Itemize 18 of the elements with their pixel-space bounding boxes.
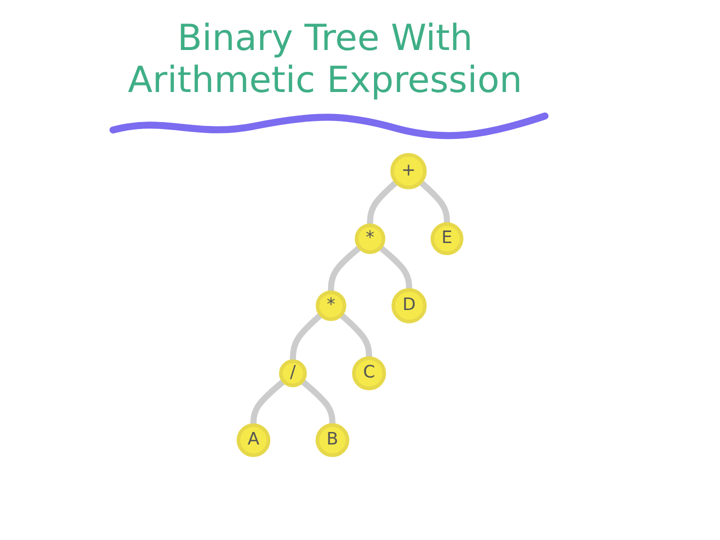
node-circle: B — [316, 423, 350, 458]
connector — [328, 245, 362, 292]
connector — [338, 312, 372, 358]
node-circle: * — [316, 290, 346, 322]
node-circle: D — [392, 288, 427, 324]
connector — [300, 378, 336, 426]
connector — [250, 378, 286, 426]
node-circle: / — [279, 359, 307, 388]
node-circle: C — [352, 356, 386, 390]
connector — [418, 180, 450, 224]
node-circle: E — [430, 222, 464, 256]
connector — [290, 312, 324, 362]
node-circle: + — [390, 152, 427, 190]
node-circle: * — [354, 223, 386, 254]
connector — [367, 180, 398, 226]
connector — [378, 245, 412, 290]
node-circle: A — [236, 423, 270, 458]
title: Binary Tree With Arithmetic Expression — [126, 18, 524, 102]
